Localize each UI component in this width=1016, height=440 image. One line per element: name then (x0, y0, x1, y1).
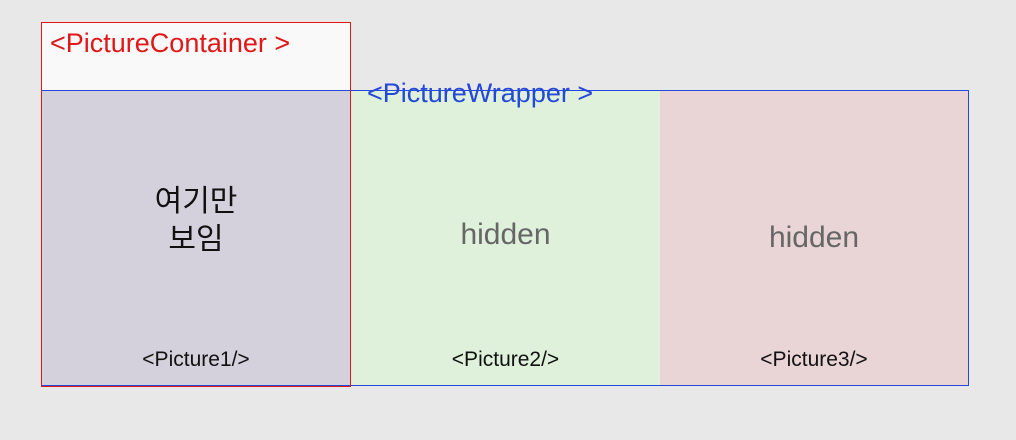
picture1-text: 여기만 보임 (42, 183, 350, 259)
picture2-label: <Picture2/> (451, 348, 560, 371)
picture1-text-line-2: 보임 (168, 223, 224, 256)
picture1-text-line-1: 여기만 (154, 185, 238, 218)
picture-container-label-area (42, 23, 350, 90)
picture1-label: <Picture1/> (142, 348, 250, 371)
picture3-label: <Picture3/> (760, 348, 868, 371)
picture2-box (351, 91, 660, 385)
picture2-hidden-text: hidden (460, 218, 551, 251)
picture-container-box (41, 22, 351, 387)
picture3-hidden-text: hidden (768, 221, 860, 254)
picture-wrapper-label: <PictureWrapper > (367, 78, 594, 108)
picture3-box (660, 91, 968, 385)
picture-container-label: <PictureContainer > (50, 28, 291, 58)
picture1-box (42, 91, 350, 385)
